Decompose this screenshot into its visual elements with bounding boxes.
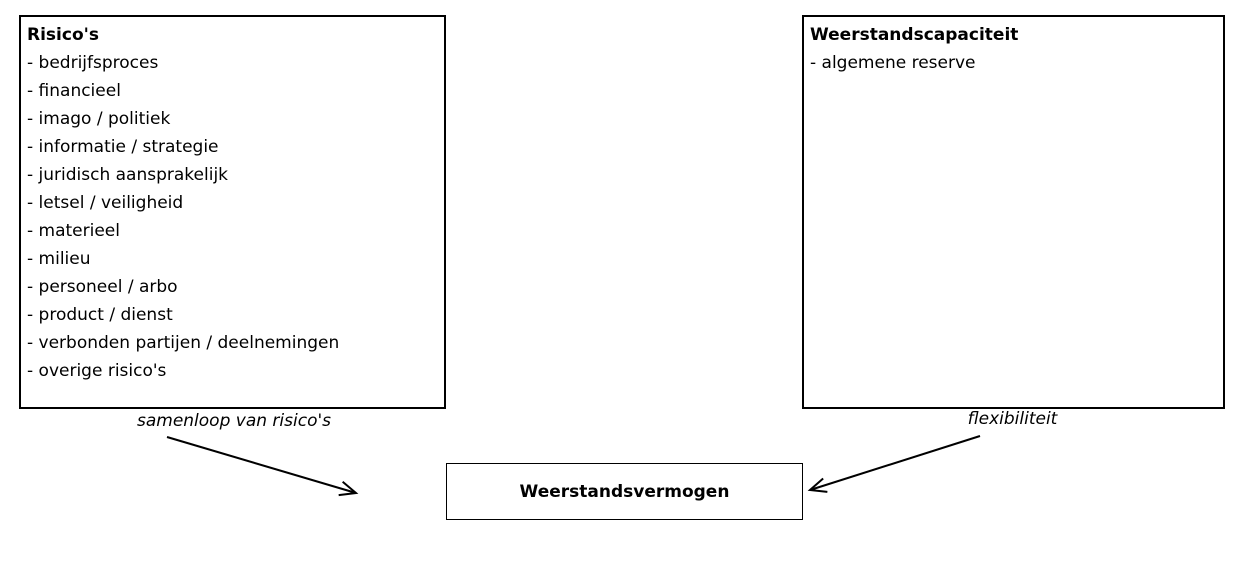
capacity-box-title: Weerstandscapaciteit: [810, 25, 1019, 45]
risk-item: - juridisch aansprakelijk: [27, 165, 229, 185]
capacity-box: Weerstandscapaciteit - algemene reserve: [802, 15, 1225, 409]
risk-item: - personeel / arbo: [27, 277, 178, 297]
samenloop-arrow-label: samenloop van risico's: [136, 411, 331, 431]
flexibiliteit-arrow-label: flexibiliteit: [967, 409, 1058, 429]
risk-item: - bedrijfsproces: [27, 53, 159, 73]
risk-item: - overige risico's: [27, 361, 167, 381]
risks-box-title: Risico's: [27, 25, 99, 45]
risks-box: Risico's - bedrijfsproces - financieel -…: [19, 15, 446, 409]
risk-item: - materieel: [27, 221, 120, 241]
risk-item: - imago / politiek: [27, 109, 171, 129]
risk-item: - verbonden partijen / deelnemingen: [27, 333, 340, 353]
risk-item: - financieel: [27, 81, 121, 101]
risk-item: - informatie / strategie: [27, 137, 219, 157]
result-box: Weerstandsvermogen: [446, 463, 803, 520]
capacity-item: - algemene reserve: [810, 53, 976, 73]
result-box-label: Weerstandsvermogen: [519, 481, 730, 502]
flexibiliteit-arrow: [807, 435, 981, 493]
risk-item: - letsel / veiligheid: [27, 193, 184, 213]
samenloop-arrow: [166, 436, 359, 497]
risk-item: - product / dienst: [27, 305, 173, 325]
risk-item: - milieu: [27, 249, 91, 269]
